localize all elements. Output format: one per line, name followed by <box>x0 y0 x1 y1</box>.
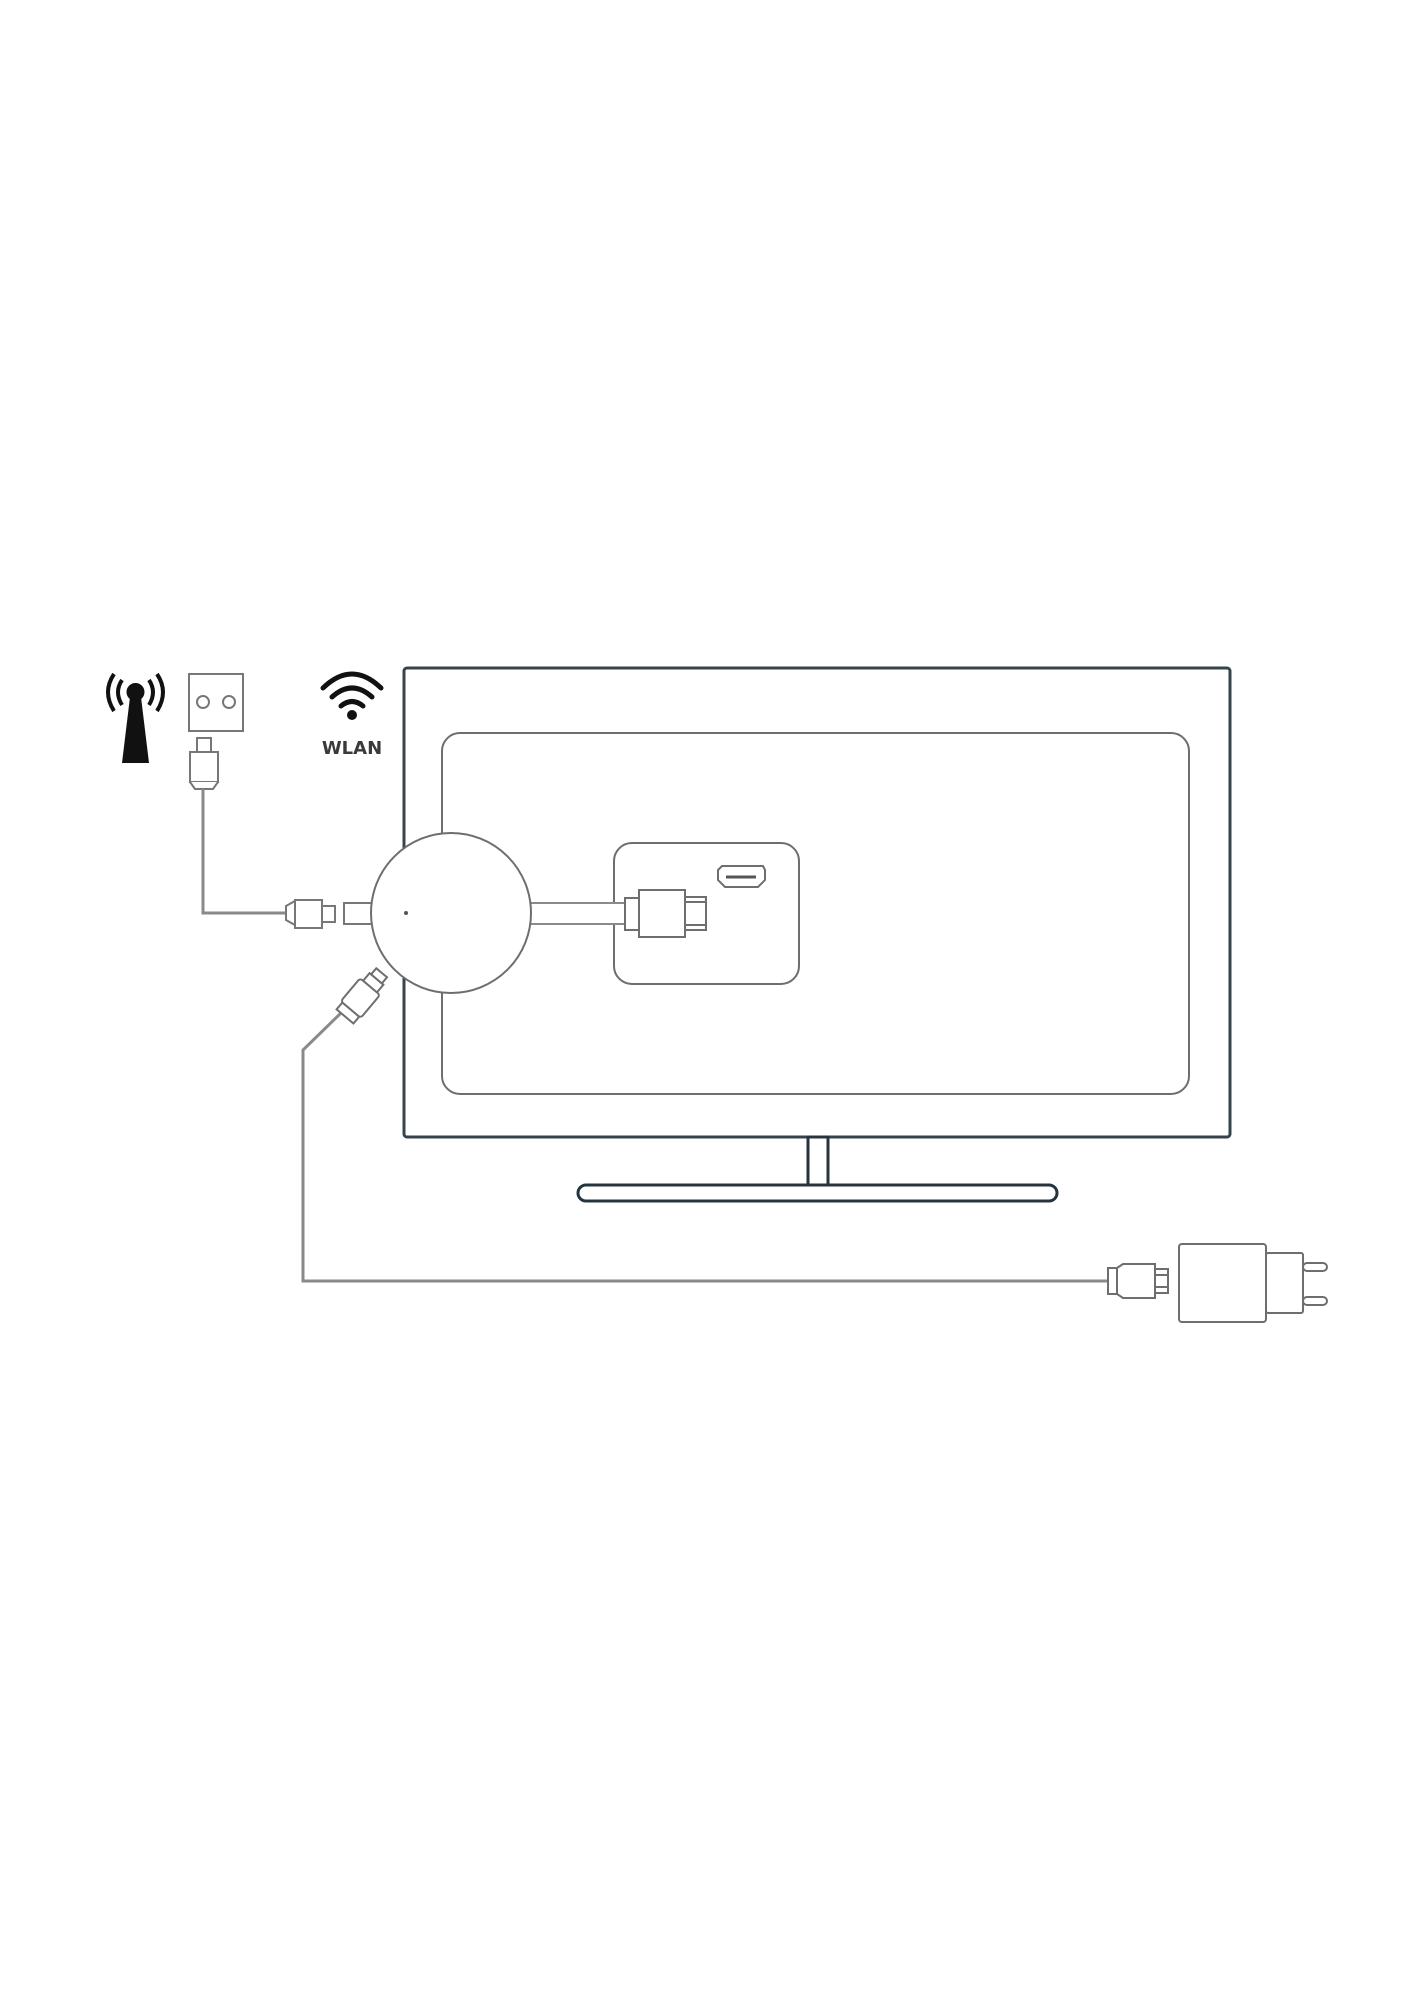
usb-plug-device-icon <box>335 966 389 1025</box>
power-adapter-icon <box>1178 1243 1328 1323</box>
streaming-device-icon <box>343 832 532 994</box>
hdmi-cable <box>524 902 628 925</box>
tv-stand-neck <box>806 1135 830 1187</box>
hdmi-plug-icon <box>624 889 707 938</box>
wifi-label: WLAN <box>321 738 383 759</box>
tv-icon <box>402 666 1232 1203</box>
antenna-icon <box>106 672 165 763</box>
coax-cable <box>201 789 286 915</box>
wifi-icon <box>320 671 384 720</box>
antenna-socket-icon <box>188 673 244 732</box>
status-led <box>404 911 408 915</box>
coax-plug-device-icon <box>285 899 336 929</box>
power-cable <box>301 1010 1108 1283</box>
tv-stand-base <box>576 1183 1059 1203</box>
coax-plug-top-icon <box>189 737 219 790</box>
usb-plug-adapter-icon <box>1107 1263 1169 1299</box>
